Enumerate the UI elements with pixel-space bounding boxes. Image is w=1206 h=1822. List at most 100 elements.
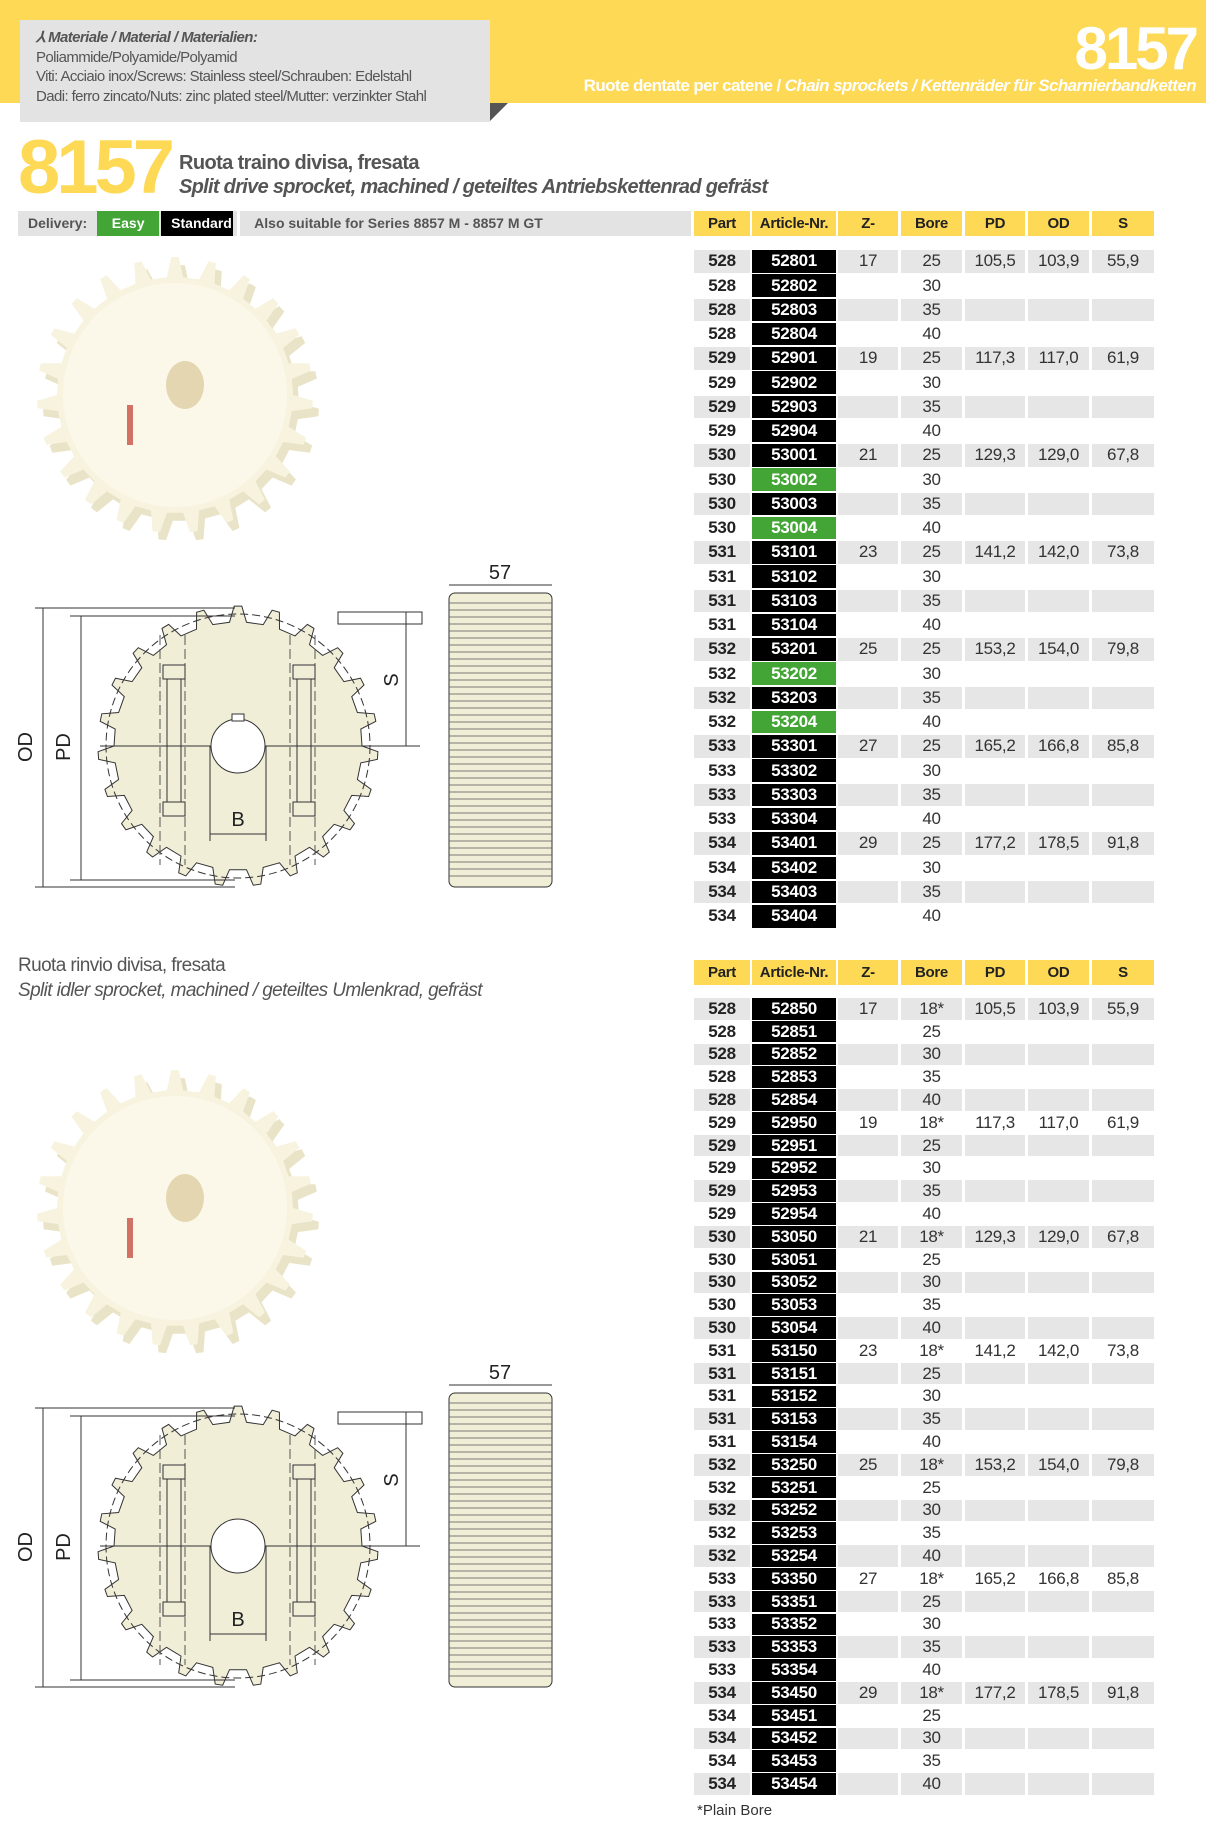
pd-cell xyxy=(965,323,1025,346)
article-cell: 53102 xyxy=(752,565,836,588)
series-subtitle: Ruote dentate per catene / Chain sprocke… xyxy=(584,76,1197,96)
part-cell: 531 xyxy=(694,1408,750,1430)
part-cell: 531 xyxy=(708,1431,736,1451)
article-cell: 53001 xyxy=(752,444,836,467)
bore-cell: 35 xyxy=(922,1067,941,1087)
teeth-cell: 23 xyxy=(838,541,898,564)
pd-cell xyxy=(965,1590,1025,1613)
od-cell: 154,0 xyxy=(1028,1454,1089,1476)
bore-cell: 25 xyxy=(901,1134,962,1157)
part-cell: 532 xyxy=(708,663,736,683)
od-dimension-label: OD xyxy=(15,1532,37,1562)
od-cell: 117,0 xyxy=(1028,347,1089,370)
idler-title-en-de: Split idler sprocket, machined / geteilt… xyxy=(18,980,483,1001)
part-cell: 531 xyxy=(694,541,750,564)
part-cell: 530 xyxy=(694,1317,750,1339)
teeth-cell: 23 xyxy=(858,1340,878,1360)
article-cell: 52904 xyxy=(752,419,836,443)
teeth-cell xyxy=(838,905,898,928)
s-cell: 91,8 xyxy=(1092,1682,1154,1704)
article-cell: 53404 xyxy=(752,905,836,928)
pd-cell xyxy=(965,905,1025,928)
bore-dimension-label: B xyxy=(231,1609,244,1631)
bore-cell: 18* xyxy=(901,998,962,1020)
od-cell xyxy=(1028,274,1089,297)
s-cell xyxy=(1092,1773,1154,1795)
brand-mark xyxy=(127,405,133,445)
teeth-cell xyxy=(838,1705,898,1727)
teeth-cell xyxy=(838,1362,898,1385)
article-cell: 53403 xyxy=(752,880,836,904)
pd-cell: 177,2 xyxy=(965,832,1025,855)
od-cell xyxy=(1028,468,1089,491)
part-cell: 528 xyxy=(694,1089,750,1111)
teeth-cell xyxy=(838,1431,898,1453)
bore-cell: 25 xyxy=(922,1705,941,1725)
pd-cell xyxy=(965,1134,1025,1157)
bore-cell: 40 xyxy=(922,906,941,926)
width-dimension-label: 57 xyxy=(489,1365,511,1384)
s-cell: 55,9 xyxy=(1092,250,1154,273)
part-cell: 529 xyxy=(694,347,750,370)
teeth-cell xyxy=(838,1158,898,1180)
article-cell: 53351 xyxy=(752,1590,836,1613)
part-cell: 529 xyxy=(708,421,736,441)
idler-sprocket-photo xyxy=(37,1070,319,1353)
s-dimension-label: S xyxy=(381,1473,403,1486)
teeth-cell xyxy=(838,371,898,394)
teeth-cell xyxy=(838,808,898,831)
bore-cell: 18* xyxy=(919,1340,944,1360)
s-cell xyxy=(1092,1249,1154,1271)
bore-cell: 25 xyxy=(922,1477,941,1497)
article-cell: 53203 xyxy=(752,686,836,710)
part-cell: 534 xyxy=(708,906,736,926)
article-cell: 53452 xyxy=(752,1727,836,1750)
part-cell: 528 xyxy=(708,1067,736,1087)
s-cell: 85,8 xyxy=(1092,735,1154,758)
s-cell xyxy=(1092,1750,1154,1772)
part-cell: 534 xyxy=(708,857,736,877)
delivery-standard-badge: Standard xyxy=(161,211,234,236)
s-cell: 55,9 xyxy=(1092,998,1154,1020)
bore-cell: 35 xyxy=(922,1295,941,1315)
teeth-cell xyxy=(838,1134,898,1157)
pd-cell xyxy=(965,1431,1025,1453)
pd-cell xyxy=(965,1249,1025,1271)
s-cell xyxy=(1092,905,1154,928)
teeth-cell xyxy=(838,711,898,734)
teeth-cell xyxy=(838,1522,898,1544)
teeth-cell xyxy=(838,420,898,443)
column-header: Article-Nr. xyxy=(752,211,836,236)
teeth-cell xyxy=(838,1249,898,1271)
s-cell xyxy=(1092,492,1154,516)
pd-cell xyxy=(965,662,1025,685)
part-cell: 534 xyxy=(694,1727,750,1750)
teeth-cell: 19 xyxy=(838,347,898,370)
article-cell: 53302 xyxy=(752,759,836,782)
pd-cell xyxy=(965,1158,1025,1180)
pd-cell xyxy=(965,1317,1025,1339)
od-cell xyxy=(1028,1089,1089,1111)
s-cell xyxy=(1092,565,1154,588)
screw-icon xyxy=(162,1464,186,1480)
s-cell xyxy=(1092,1408,1154,1430)
bore-cell: 25 xyxy=(901,347,962,370)
teeth-cell: 27 xyxy=(858,1568,878,1588)
s-cell xyxy=(1092,1727,1154,1750)
pd-cell xyxy=(965,1089,1025,1111)
s-cell xyxy=(1092,1021,1154,1043)
od-cell: 117,0 xyxy=(1038,1112,1079,1132)
part-cell: 531 xyxy=(708,1340,736,1360)
subtitle-en-de: Chain sprockets / Kettenräder für Scharn… xyxy=(784,76,1197,95)
part-cell: 530 xyxy=(694,492,750,516)
